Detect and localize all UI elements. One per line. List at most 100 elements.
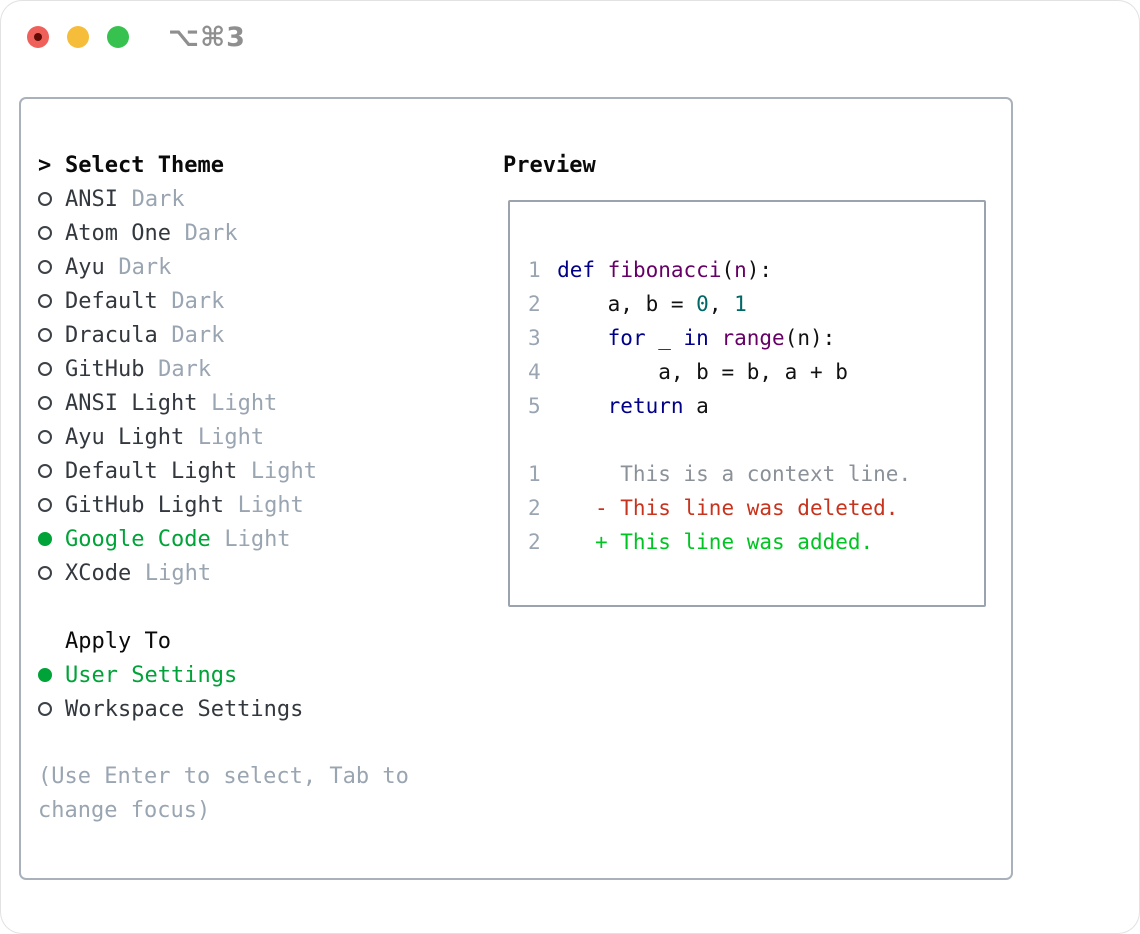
option-variant: Light <box>211 390 278 416</box>
radio-icon <box>38 430 52 444</box>
code-token: def <box>557 258 596 282</box>
code-line: 2 a, b = 0, 1 <box>528 287 984 321</box>
option-variant: Light <box>144 560 212 586</box>
radio-marker <box>38 668 65 682</box>
code-token: 0 <box>696 292 709 316</box>
code-token: , <box>708 292 735 316</box>
code-token: + This line was added. <box>557 530 874 554</box>
option-label: ANSI Light <box>65 390 198 416</box>
close-button[interactable] <box>27 26 49 48</box>
radio-marker <box>38 226 65 240</box>
radio-marker <box>38 464 65 478</box>
radio-icon <box>38 260 52 274</box>
radio-marker <box>38 192 65 206</box>
code-token <box>709 326 722 350</box>
option-variant: Dark <box>118 254 172 280</box>
radio-icon <box>38 566 52 580</box>
radio-icon <box>38 396 52 410</box>
option-label: Ayu Light <box>65 424 185 450</box>
apply-option[interactable]: User Settings <box>38 658 503 692</box>
code-token <box>595 258 608 282</box>
option-label: ANSI <box>65 186 118 212</box>
line-content: - This line was deleted. <box>557 491 898 525</box>
radio-icon <box>38 362 52 376</box>
apply-to-label: Apply To <box>65 628 171 654</box>
radio-icon <box>38 702 52 716</box>
option-label: GitHub <box>65 356 145 382</box>
theme-option[interactable]: Ayu Light Light <box>38 420 503 454</box>
code-token: return <box>607 394 684 418</box>
code-token <box>557 394 608 418</box>
radio-marker <box>38 294 65 308</box>
code-line: 3 for _ in range(n): <box>528 321 984 355</box>
theme-option[interactable]: XCode Light <box>38 556 503 590</box>
code-token: in <box>683 326 709 350</box>
radio-marker <box>38 430 65 444</box>
select-theme-header: > Select Theme <box>38 148 503 182</box>
code-token: for <box>607 326 646 350</box>
select-theme-label: Select Theme <box>65 152 224 178</box>
theme-option[interactable]: ANSI Light Light <box>38 386 503 420</box>
radio-marker <box>38 498 65 512</box>
radio-icon <box>38 464 52 478</box>
diff-line: 1 This is a context line. <box>528 457 984 491</box>
line-number: 1 <box>528 258 541 282</box>
option-variant: Light <box>197 424 265 450</box>
radio-marker <box>38 702 65 716</box>
option-label: Workspace Settings <box>65 696 304 722</box>
line-number: 1 <box>528 462 541 486</box>
option-label: XCode <box>65 560 132 586</box>
zoom-button[interactable] <box>107 26 129 48</box>
preview-diff: 1 This is a context line. 2 - This line w… <box>528 457 984 559</box>
line-content: def fibonacci(n): <box>557 253 772 287</box>
option-label: Dracula <box>65 322 158 348</box>
code-line: 1 def fibonacci(n): <box>528 253 984 287</box>
spacer <box>38 726 503 760</box>
radio-marker <box>38 328 65 342</box>
apply-option[interactable]: Workspace Settings <box>38 692 503 726</box>
code-token: fibonacci <box>607 258 722 282</box>
line-number: 3 <box>528 326 541 350</box>
code-line: 4 a, b = b, a + b <box>528 355 984 389</box>
radio-marker <box>38 362 65 376</box>
code-token: _ <box>645 326 684 350</box>
code-token: ): <box>746 258 773 282</box>
radio-icon <box>38 328 52 342</box>
line-number: 5 <box>528 394 541 418</box>
code-token: a, b = <box>557 292 697 316</box>
window-title: ⌥⌘3 <box>168 22 246 53</box>
option-variant: Light <box>250 458 318 484</box>
option-label: Default <box>65 288 158 314</box>
prompt-icon: > <box>38 152 52 178</box>
line-content: a, b = 0, 1 <box>557 287 747 321</box>
option-variant: Dark <box>131 186 185 212</box>
code-token <box>557 326 608 350</box>
code-token: ( <box>721 258 735 282</box>
theme-option[interactable]: ANSI Dark <box>38 182 503 216</box>
line-number: 2 <box>528 496 541 520</box>
minimize-button[interactable] <box>67 26 89 48</box>
option-label: GitHub Light <box>65 492 224 518</box>
radio-marker <box>38 532 65 546</box>
option-label: Google Code <box>65 526 211 552</box>
code-token: range <box>721 326 785 350</box>
code-token: 1 <box>734 292 747 316</box>
diff-line: 2 + This line was added. <box>528 525 984 559</box>
line-content: a, b = b, a + b <box>557 355 848 389</box>
line-content: This is a context line. <box>557 457 911 491</box>
